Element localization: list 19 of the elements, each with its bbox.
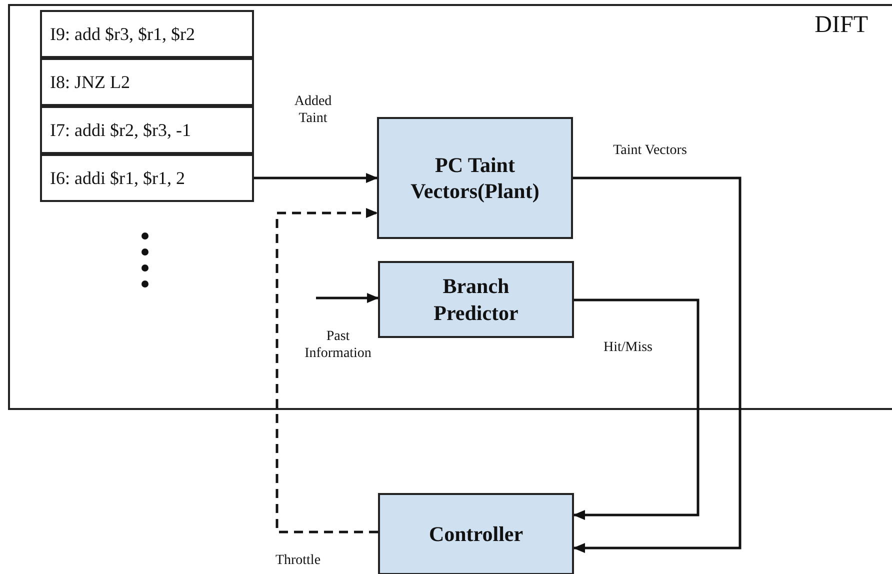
dift-region xyxy=(8,4,892,410)
arrow xyxy=(573,298,700,520)
edge-label: Past Information xyxy=(304,329,372,363)
instruction-row: I8: JNZ L2 xyxy=(40,58,254,106)
process-box: Controller xyxy=(378,493,574,574)
instruction-row: I6: addi $r1, $r1, 2 xyxy=(40,154,254,202)
edge-label: Added Taint xyxy=(293,94,333,128)
edge-label: Hit/Miss xyxy=(602,340,654,357)
instruction-row: I9: add $r3, $r1, $r2 xyxy=(40,10,254,58)
edge-label: Throttle xyxy=(274,553,322,570)
arrow xyxy=(254,173,378,183)
edge-label: Taint Vectors xyxy=(612,143,688,160)
process-box: Branch Predictor xyxy=(378,261,574,338)
arrow xyxy=(316,293,379,303)
instruction-row: I7: addi $r2, $r3, -1 xyxy=(40,106,254,154)
region-title: DIFT xyxy=(814,12,868,39)
arrow xyxy=(276,208,378,534)
process-box: PC Taint Vectors(Plant) xyxy=(377,117,573,239)
arrow xyxy=(573,176,742,553)
